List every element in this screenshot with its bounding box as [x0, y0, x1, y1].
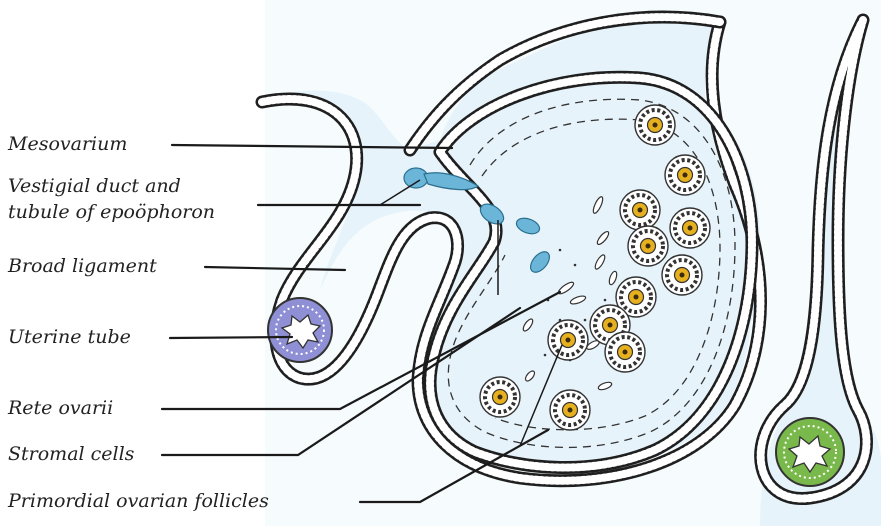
- primordial-follicle: [665, 155, 705, 195]
- label-vestigial-duct-2: tubule of epoöphoron: [8, 201, 215, 223]
- label-mesovarium: Mesovarium: [7, 133, 127, 155]
- primordial-follicle: [620, 190, 660, 230]
- label-broad-ligament: Broad ligament: [7, 255, 157, 277]
- label-primordial-ovarian-follicles: Primordial ovarian follicles: [7, 490, 269, 512]
- primordial-follicle: [662, 255, 702, 295]
- label-uterine-tube: Uterine tube: [8, 326, 131, 348]
- label-stromal-cells: Stromal cells: [8, 443, 135, 465]
- primordial-follicle: [670, 208, 710, 248]
- primordial-follicle: [605, 332, 645, 372]
- primordial-follicle: [628, 226, 668, 266]
- primordial-follicle: [480, 377, 520, 417]
- label-rete-ovarii: Rete ovarii: [7, 397, 113, 419]
- primordial-follicle: [550, 390, 590, 430]
- primordial-follicle: [548, 320, 588, 360]
- label-vestigial-duct-1: Vestigial duct and: [8, 175, 181, 197]
- primordial-follicle: [635, 105, 675, 145]
- leader-uterine-tube: [170, 337, 292, 338]
